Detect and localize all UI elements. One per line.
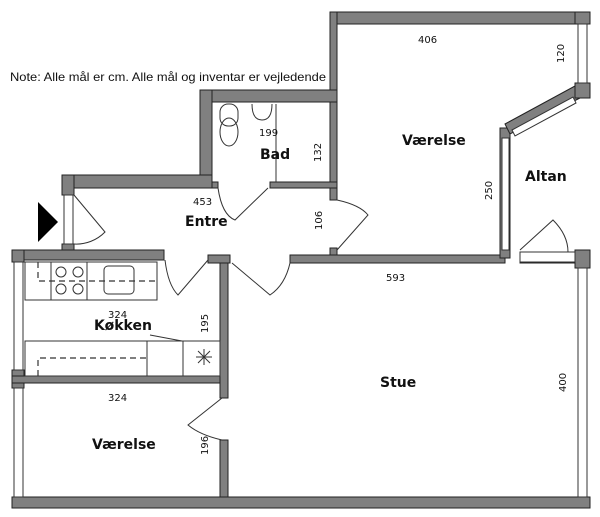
dim-kokken-h: 195 <box>200 314 211 333</box>
dim-bad-h: 132 <box>313 143 324 162</box>
room-label-kokken: Køkken <box>94 318 152 334</box>
hob-star-icon <box>196 349 212 365</box>
entrance-arrow-icon <box>38 202 58 242</box>
dim-stue-w: 593 <box>386 273 405 284</box>
room-label-bad: Bad <box>260 147 290 163</box>
bathroom-fixtures <box>219 103 277 182</box>
dim-bad-w: 199 <box>259 128 278 139</box>
dim-vaerelse-top-h: 250 <box>484 181 495 200</box>
walls <box>11 11 591 509</box>
dim-vaerelse-bottom-w: 324 <box>108 393 127 404</box>
sink-icon <box>103 265 135 295</box>
room-label-entre: Entre <box>185 214 228 230</box>
note-text: Note: Alle mål er cm. Alle mål og invent… <box>10 70 326 84</box>
room-label-vaerelse-top: Værelse <box>402 133 466 149</box>
windows <box>13 23 588 498</box>
dim-entre-h: 106 <box>314 211 325 230</box>
dim-kokken-w: 324 <box>108 310 127 321</box>
room-label-stue: Stue <box>380 375 416 391</box>
dim-altan-h: 120 <box>556 44 567 63</box>
doors <box>73 187 569 441</box>
dim-vaerelse-bottom-h: 196 <box>200 436 211 455</box>
toilet-icon <box>219 103 239 127</box>
room-label-vaerelse-bottom: Værelse <box>92 437 156 453</box>
dim-vaerelse-top-w: 406 <box>418 35 437 46</box>
room-labels: Bad 199 132 Entre 453 106 Værelse 406 25… <box>92 35 569 455</box>
sink-icon <box>251 103 273 121</box>
dim-stue-h: 400 <box>558 373 569 392</box>
room-label-altan: Altan <box>525 169 567 185</box>
dim-entre-w: 453 <box>193 197 212 208</box>
kitchen-fixtures <box>24 261 221 377</box>
